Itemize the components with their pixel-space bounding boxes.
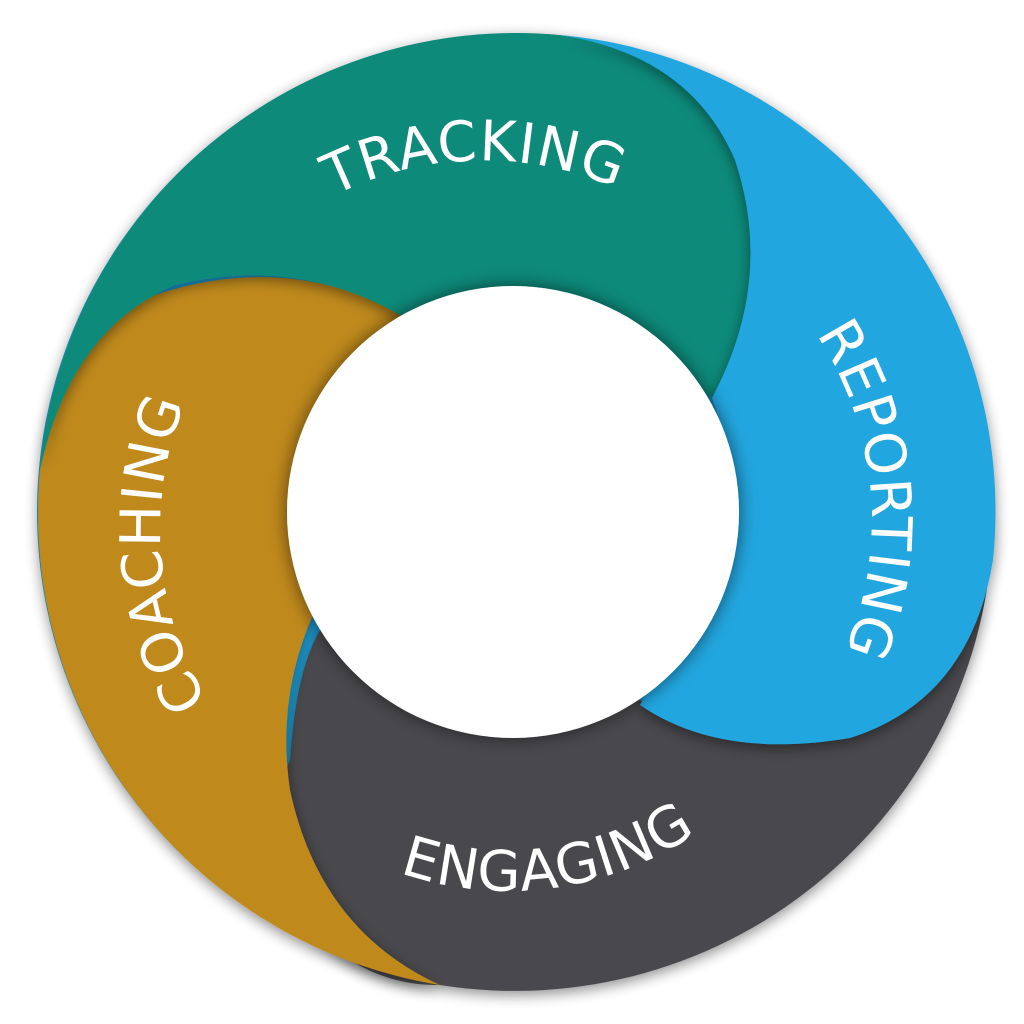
center-hole	[287, 286, 739, 738]
segment-reporting	[560, 35, 996, 745]
segment-tracking	[40, 32, 751, 471]
segment-coaching	[38, 277, 441, 985]
segment-engaging	[276, 512, 994, 991]
